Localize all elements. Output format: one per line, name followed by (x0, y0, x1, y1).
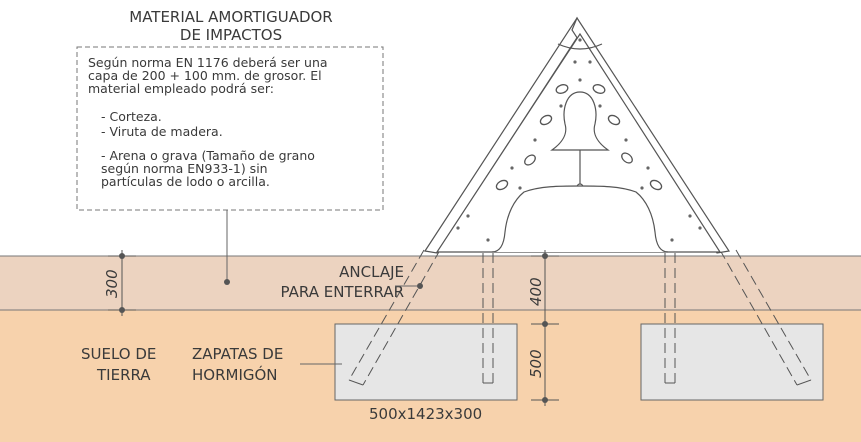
note-line: según norma EN933-1) sin (101, 161, 268, 176)
soil-label-line1: SUELO DE (81, 345, 156, 363)
note-line: partículas de lodo o arcilla. (101, 174, 270, 189)
material-title-line1: MATERIAL AMORTIGUADOR (129, 8, 332, 26)
dimension-400: 400 (527, 277, 545, 306)
dim-dot (542, 397, 548, 403)
note-line: - Viruta de madera. (101, 124, 223, 139)
note-line: capa de 200 + 100 mm. de grosor. El (88, 68, 322, 83)
climbing-hold (649, 179, 663, 191)
pyramid-top-arc (557, 43, 603, 50)
climbing-hold (607, 114, 621, 126)
note-line: material empleado podrá ser: (88, 81, 274, 96)
footing-left (334, 323, 518, 401)
note-line: - Corteza. (101, 109, 162, 124)
footing-label-line2: HORMIGÓN (192, 365, 278, 384)
climbing-hold (495, 179, 509, 191)
anchor-label-line2: PARA ENTERRAR (281, 283, 404, 301)
dim-dot (542, 321, 548, 327)
note-leader-dot (224, 279, 230, 285)
impact-absorbing-layer (0, 256, 861, 310)
note-line: Según norma EN 1176 deberá ser una (88, 55, 328, 70)
footing-size: 500x1423x300 (369, 405, 482, 423)
dim-dot (119, 307, 125, 313)
climbing-pyramid (423, 16, 731, 254)
dim-dot (119, 253, 125, 259)
note-box (76, 46, 384, 211)
dimension-300: 300 (103, 269, 121, 298)
anchor-label-line1: ANCLAJE (339, 263, 404, 281)
climbing-hold (592, 84, 606, 94)
climbing-hold (555, 84, 569, 94)
buried-anchors (348, 249, 812, 386)
arch-opening (491, 185, 669, 253)
pyramid-right-leg (571, 16, 731, 254)
note-line: - Arena o grava (Tamaño de grano (101, 148, 315, 163)
footing-right (640, 323, 824, 401)
climbing-hold (524, 154, 536, 166)
soil-label-line2: TIERRA (96, 366, 151, 384)
panel-screws (456, 38, 702, 242)
dimension-500: 500 (527, 349, 545, 378)
anchor-leader-dot (417, 283, 423, 289)
material-title-line2: DE IMPACTOS (180, 26, 282, 44)
footing-label-line1: ZAPATAS DE (192, 345, 283, 363)
climbing-hold (621, 152, 633, 164)
climbing-hold (539, 114, 553, 126)
anchor-bottoms (348, 379, 812, 386)
climbing-holds (495, 84, 663, 191)
dim-dot (542, 253, 548, 259)
